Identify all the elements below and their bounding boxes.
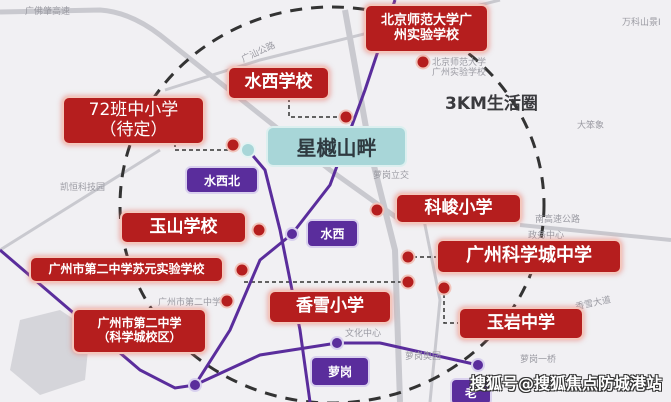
- map-label: 文化中心: [345, 329, 382, 339]
- map-label: 萝岗奥园: [405, 352, 442, 362]
- map-label: 政务中心: [528, 231, 565, 241]
- metro-station-shuixi[interactable]: 水西: [308, 221, 357, 246]
- school-marker[interactable]: [236, 264, 248, 276]
- school-label-72ban[interactable]: 72班中小学 （待定）: [64, 98, 203, 143]
- road-west: [0, 148, 161, 252]
- school-name-line: （科学城校区）: [97, 330, 182, 344]
- map-label: 广州市第二中学: [158, 298, 222, 308]
- metro-station-shuixibei[interactable]: 水西北: [187, 168, 257, 192]
- school-marker[interactable]: [438, 282, 450, 294]
- leader-lines: [174, 98, 460, 324]
- school-marker[interactable]: [371, 204, 383, 216]
- road-east: [519, 223, 671, 242]
- metro-station-luogang[interactable]: 萝岗: [312, 358, 368, 385]
- school-marker[interactable]: [417, 56, 429, 68]
- road-north-south: [342, 9, 403, 402]
- map-label: 北京师范大学广州实验学校: [432, 58, 487, 78]
- school-label-no2-kxc[interactable]: 广州市第二中学 （科学城校区）: [74, 310, 205, 352]
- project-label[interactable]: 星樾山畔: [268, 128, 405, 165]
- metro-station-marker[interactable]: [190, 380, 200, 390]
- school-label-bnu[interactable]: 北京师范大学广 州实验学校: [366, 6, 487, 51]
- school-name-line: （待定）: [99, 119, 168, 140]
- school-label-yushan[interactable]: 玉山学校: [122, 213, 245, 242]
- project-station-marker[interactable]: [242, 144, 254, 156]
- school-name-line: 72班中小学: [88, 99, 179, 120]
- map-label: 萝岗一桥: [520, 355, 557, 365]
- map-label: 凯恒科技园: [60, 183, 106, 193]
- school-label-shuixi[interactable]: 水西学校: [229, 68, 328, 98]
- school-name-line: 州实验学校: [393, 27, 459, 43]
- school-marker[interactable]: [402, 276, 414, 288]
- map-label: 万科山景I: [622, 18, 661, 28]
- metro-station-marker[interactable]: [473, 360, 483, 370]
- school-label-kejun[interactable]: 科峻小学: [397, 195, 520, 222]
- metro-station-marker[interactable]: [332, 338, 342, 348]
- school-marker[interactable]: [402, 251, 414, 263]
- school-label-suyuan[interactable]: 广州市第二中学苏元实验学校: [31, 258, 222, 281]
- metro-station-marker[interactable]: [287, 229, 297, 239]
- watermark: 搜狐号@搜狐焦点防城港站: [470, 374, 663, 393]
- map-label: 南高速公路: [535, 215, 581, 225]
- school-name-line: 广州市第二中学: [97, 316, 182, 331]
- school-name-line: 北京师范大学广: [380, 12, 472, 28]
- school-marker[interactable]: [227, 139, 239, 151]
- school-label-yuyan[interactable]: 玉岩中学: [460, 309, 582, 338]
- 3km-ring: [118, 5, 546, 402]
- road-local: [418, 199, 442, 402]
- map-label: 广佛肇高速: [25, 7, 71, 17]
- map-label: 大笨象: [577, 121, 605, 131]
- school-marker[interactable]: [253, 224, 265, 236]
- map-label: 萝岗立交: [373, 171, 410, 181]
- road-guangfozhao: [0, 7, 402, 223]
- school-label-xiangxue[interactable]: 香雪小学: [270, 292, 390, 322]
- park-area: [10, 310, 90, 395]
- school-label-kxc[interactable]: 广州科学城中学: [438, 241, 620, 272]
- metro-station-lao[interactable]: 老: [452, 380, 490, 402]
- school-marker[interactable]: [340, 111, 352, 123]
- 3km-ring-label: 3KM生活圈: [445, 94, 538, 114]
- school-marker[interactable]: [221, 295, 233, 307]
